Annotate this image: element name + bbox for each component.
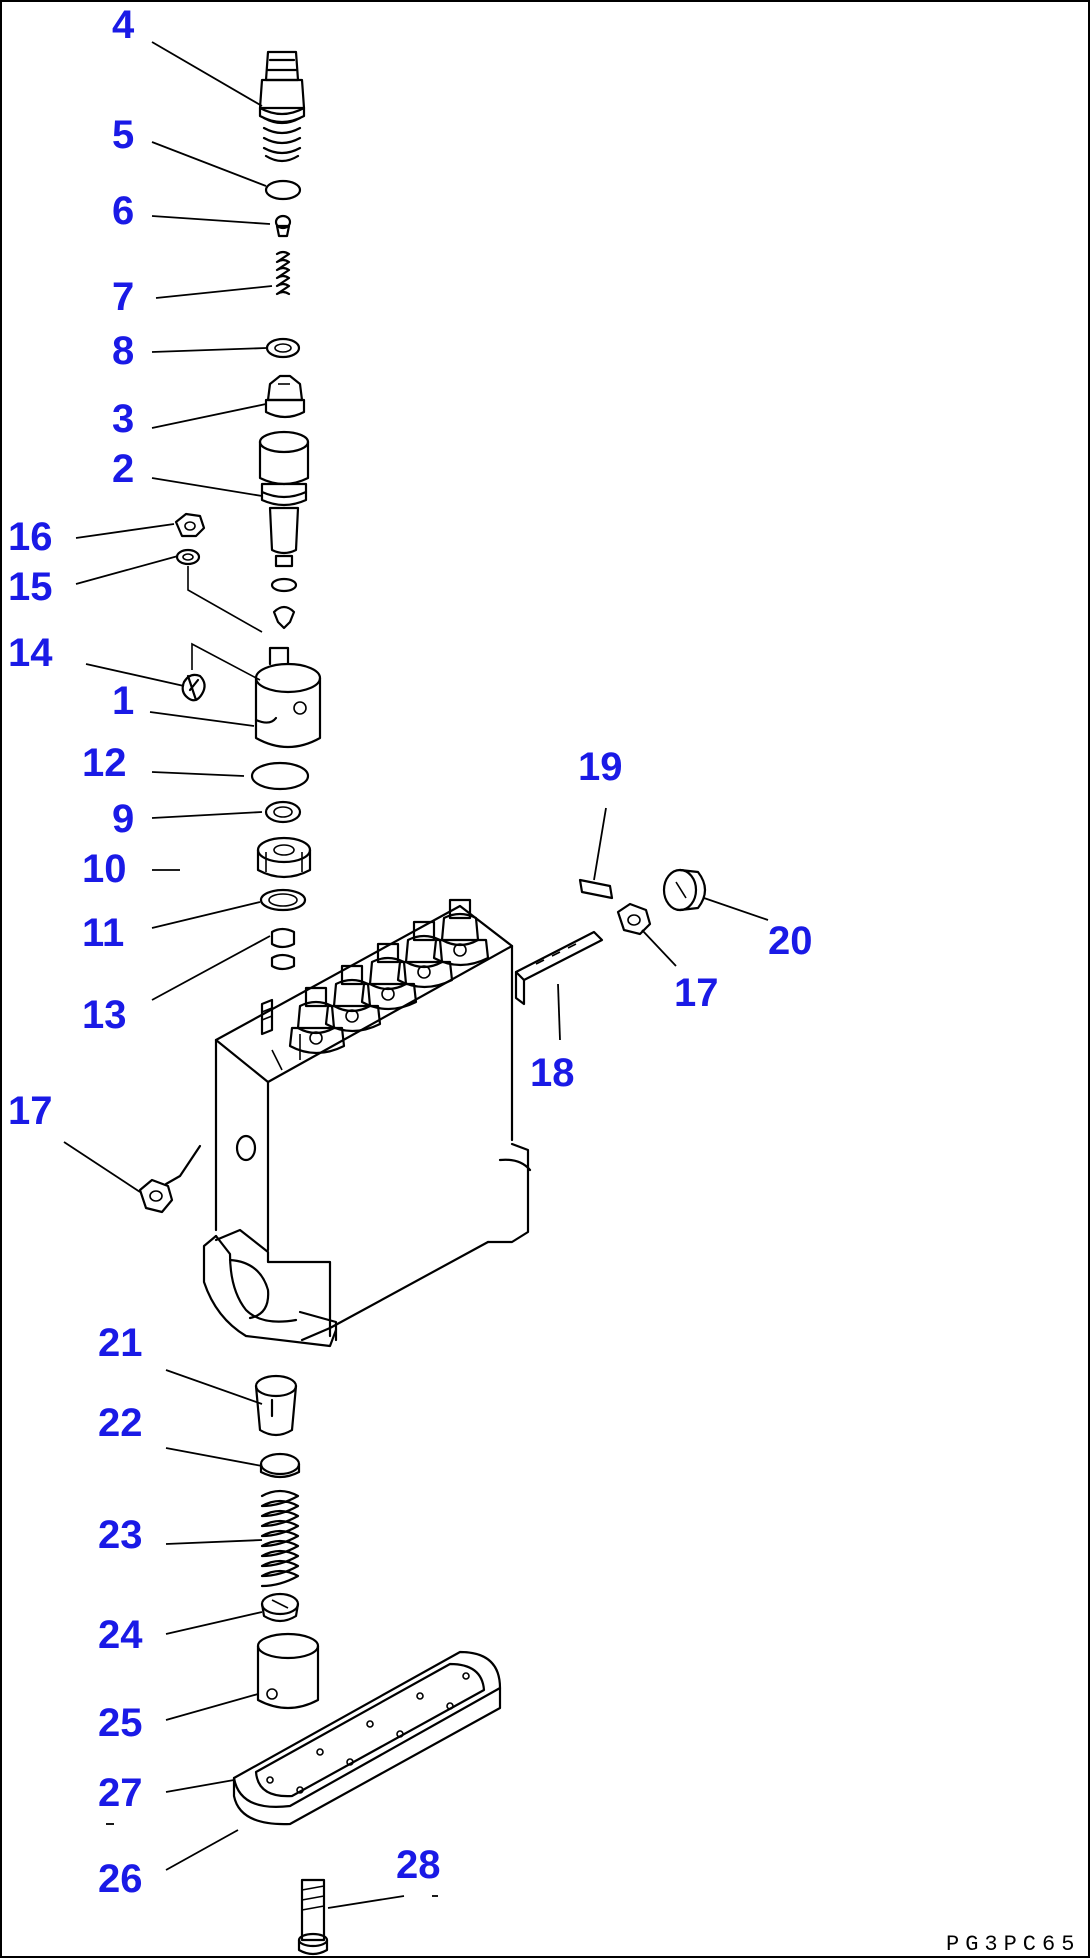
callout-7: 7 (112, 275, 134, 319)
part-tappet-25 (256, 1632, 320, 1710)
part-valve-holders (288, 898, 490, 1055)
callout-3: 3 (112, 397, 134, 441)
part-clamp-14 (181, 673, 206, 702)
callout-22: 22 (98, 1401, 143, 1445)
part-seat-22 (259, 1452, 301, 1479)
callout-17-left: 17 (8, 1089, 53, 1133)
callout-labels: 4 5 6 7 8 3 2 16 15 14 1 12 9 10 11 13 1… (8, 3, 813, 1901)
part-nut-16 (174, 512, 206, 538)
part-rack-18 (514, 930, 604, 1006)
part-spring-23 (260, 1489, 300, 1588)
callout-23: 23 (98, 1513, 143, 1557)
part-nut-17-left (138, 1178, 174, 1214)
callout-28: 28 (396, 1843, 441, 1887)
callout-26: 26 (98, 1857, 143, 1901)
callout-12: 12 (82, 741, 127, 785)
part-cap-20 (662, 868, 707, 912)
callout-10: 10 (82, 847, 127, 891)
callout-13: 13 (82, 993, 127, 1037)
callout-20: 20 (768, 919, 813, 963)
callout-24: 24 (98, 1613, 143, 1657)
assembly-line-14 (191, 642, 261, 681)
callout-2: 2 (112, 447, 134, 491)
part-washer-9 (264, 800, 302, 824)
part-delivery-valve-holder (258, 50, 306, 163)
callout-25: 25 (98, 1701, 143, 1745)
part-gear-10 (256, 836, 312, 879)
callout-16: 16 (8, 515, 53, 559)
part-tappet-21 (254, 1374, 298, 1437)
part-delivery-valve-3 (264, 374, 306, 419)
part-seat-11 (259, 888, 307, 912)
callout-8: 8 (112, 329, 134, 373)
callout-27: 27 (98, 1771, 143, 1815)
part-nut-17-right (616, 902, 652, 936)
part-sleeve-1 (254, 646, 322, 748)
part-spring-7 (275, 250, 291, 296)
callout-1: 1 (112, 679, 134, 723)
part-o-ring-12 (250, 761, 310, 791)
part-bolt-28 (297, 1878, 329, 1956)
callout-19: 19 (578, 745, 623, 789)
callout-21: 21 (98, 1321, 143, 1365)
part-o-ring-plunger (270, 577, 298, 593)
callout-11: 11 (82, 911, 124, 955)
part-gasket-8 (265, 337, 301, 359)
callout-17-right: 17 (674, 971, 719, 1015)
callout-9: 9 (112, 797, 134, 841)
part-key-19 (578, 878, 614, 900)
part-stopper-6 (274, 214, 292, 238)
part-gasket-5 (264, 179, 302, 201)
callout-14: 14 (8, 631, 53, 675)
leader-lines (63, 41, 769, 1909)
callout-6: 6 (112, 189, 134, 233)
part-plunger-tip (272, 605, 296, 630)
assembly-line-15 (187, 566, 263, 633)
callout-18: 18 (530, 1051, 575, 1095)
part-cover-plate (232, 1650, 502, 1826)
callout-15: 15 (8, 565, 53, 609)
part-seat-24 (260, 1592, 300, 1623)
part-pump-housing (164, 904, 532, 1348)
part-plunger-barrel-2 (258, 430, 310, 568)
drawing-code: PG3PC65 (946, 1932, 1080, 1957)
callout-4: 4 (112, 3, 135, 47)
part-pin-13 (270, 927, 296, 971)
callout-5: 5 (112, 113, 134, 157)
